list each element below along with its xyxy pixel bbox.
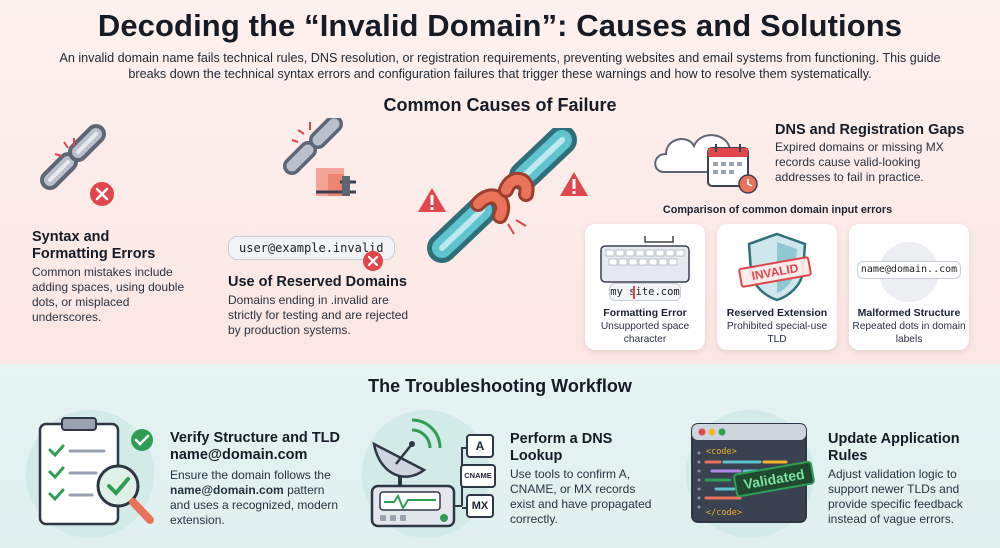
cloud-calendar-icon bbox=[654, 134, 758, 194]
keyboard-icon bbox=[600, 236, 690, 283]
step-1-text: Ensure the domain follows the name@domai… bbox=[170, 468, 339, 527]
reserved-extension-title: Reserved Extension bbox=[726, 307, 828, 319]
workflow-background bbox=[0, 364, 1000, 548]
satellite-dish-server-icon bbox=[370, 418, 466, 528]
formatting-error-example: my site.com bbox=[609, 283, 681, 301]
malformed-structure-text: Repeated dots in domain labels bbox=[852, 321, 966, 345]
syntax-errors-title: Syntax and Formatting Errors bbox=[32, 229, 156, 262]
error-x-icon bbox=[363, 251, 383, 271]
intro-text: An invalid domain name fails technical r… bbox=[59, 51, 941, 81]
record-mx-box: MX bbox=[466, 494, 494, 518]
reserved-domains-title: Use of Reserved Domains bbox=[228, 274, 407, 290]
dns-gaps-text: Expired domains or missing MX records ca… bbox=[775, 140, 944, 184]
comparison-card-reserved: INVALID Reserved Extension Prohibited sp… bbox=[717, 224, 837, 350]
reserved-domains-text: Domains ending in .invalid are strictly … bbox=[228, 293, 409, 337]
space-highlight-marker bbox=[633, 286, 635, 299]
comparison-heading: Comparison of common domain input errors bbox=[662, 204, 893, 216]
step-3-title: Update Application Rules bbox=[828, 431, 960, 464]
step-1-title: Verify Structure and TLD bbox=[170, 430, 341, 446]
comparison-card-formatting: my site.com Formatting Error Unsupported… bbox=[585, 224, 705, 350]
broken-chain-icon bbox=[40, 124, 114, 206]
code-open-tag: <code> bbox=[706, 447, 737, 457]
malformed-structure-example: name@domain..com bbox=[857, 261, 961, 279]
clipboard-checklist-icon bbox=[38, 417, 154, 526]
step-1-subtitle: name@domain.com bbox=[170, 447, 308, 463]
central-broken-chain-icon bbox=[418, 128, 588, 263]
record-cname-box: CNAME bbox=[460, 464, 496, 488]
formatting-error-text: Unsupported space character bbox=[600, 321, 690, 345]
reserved-extension-text: Prohibited special-use TLD bbox=[726, 321, 828, 345]
code-close-tag: </code> bbox=[706, 508, 742, 518]
dns-gaps-title: DNS and Registration Gaps bbox=[775, 122, 965, 138]
causes-heading: Common Causes of Failure bbox=[383, 95, 617, 115]
record-a-box: A bbox=[466, 434, 494, 458]
malformed-structure-title: Malformed Structure bbox=[857, 307, 961, 319]
broken-link-padlock-icon bbox=[283, 118, 356, 196]
workflow-heading: The Troubleshooting Workflow bbox=[368, 376, 632, 396]
page-title: Decoding the “Invalid Domain”: Causes an… bbox=[97, 8, 903, 43]
step-2-title: Perform a DNS Lookup bbox=[510, 431, 613, 464]
step-3-text: Adjust validation logic to support newer… bbox=[828, 467, 963, 526]
reserved-domain-example: user@example.invalid bbox=[228, 236, 395, 260]
comparison-card-malformed: name@domain..com Malformed Structure Rep… bbox=[849, 224, 969, 350]
formatting-error-title: Formatting Error bbox=[603, 307, 687, 319]
syntax-errors-text: Common mistakes include adding spaces, u… bbox=[32, 265, 185, 324]
step-2-text: Use tools to confirm A, CNAME, or MX rec… bbox=[510, 467, 652, 526]
